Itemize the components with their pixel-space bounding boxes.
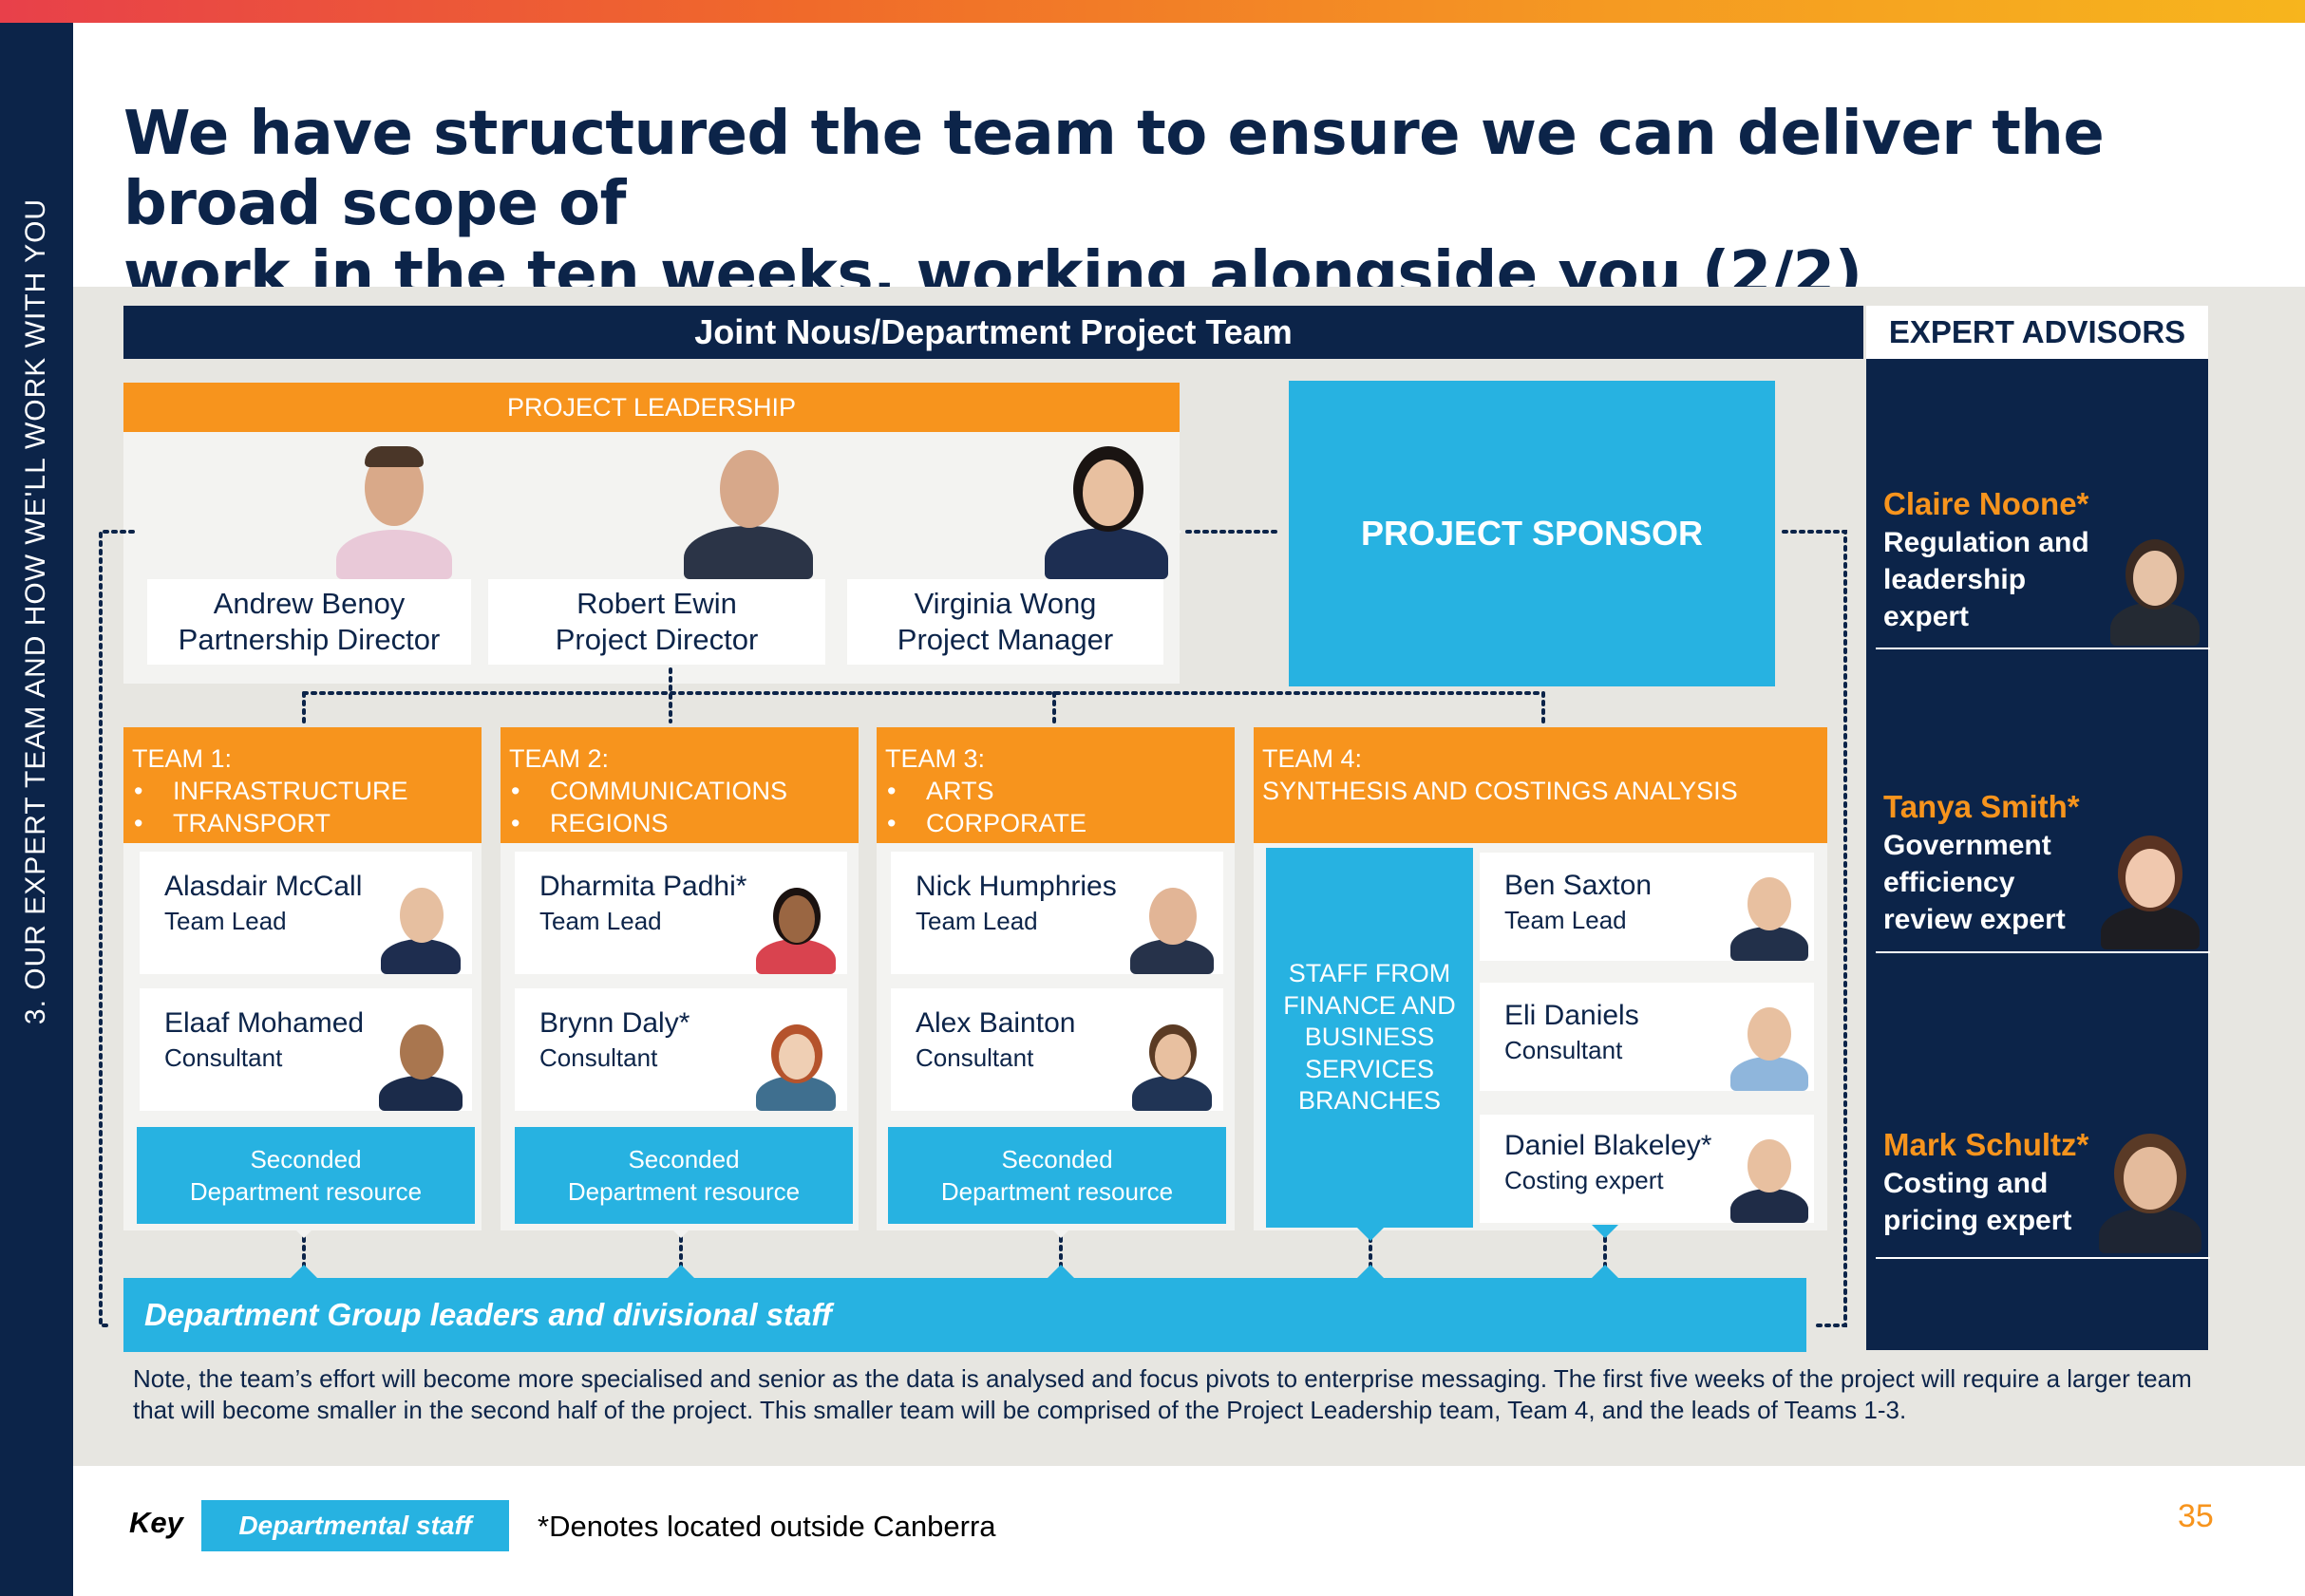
member-name: Alex Bainton [916, 1007, 1076, 1039]
leader-card-andrew-benoy: Andrew Benoy Partnership Director [147, 579, 471, 665]
tanya-smith-photo [2093, 836, 2207, 949]
member-name: Eli Daniels [1504, 1000, 1639, 1031]
joint-team-header: Joint Nous/Department Project Team [123, 306, 1863, 359]
sponsor-arrow-left [1289, 516, 1303, 547]
finance-business-services-staff-box: STAFF FROM FINANCE AND BUSINESS SERVICES… [1266, 848, 1473, 1228]
team-title: TEAM 1: [132, 744, 233, 773]
seconded-resource-team-2: Seconded Department resource [515, 1127, 853, 1224]
project-sponsor-box: PROJECT SPONSOR [1289, 381, 1775, 686]
member-role: Team Lead [916, 907, 1038, 935]
title-line-1: We have structured the team to ensure we… [123, 99, 2105, 239]
member-card-nick-humphries: Nick Humphries Team Lead [891, 852, 1223, 974]
team-subtitle: SYNTHESIS AND COSTINGS ANALYSIS [1262, 777, 1738, 805]
team-4-header: TEAM 4: SYNTHESIS AND COSTINGS ANALYSIS [1254, 727, 1827, 843]
team-3-header: TEAM 3: ARTS CORPORATE [877, 727, 1235, 843]
top-gradient-bar [0, 0, 2305, 23]
right-loop-connector [1782, 530, 1847, 1327]
leader-card-virginia-wong: Virginia Wong Project Manager [847, 579, 1163, 665]
member-card-alex-bainton: Alex Bainton Consultant [891, 988, 1223, 1111]
team-focus-item: INFRASTRUCTURE [132, 775, 482, 807]
advisor-desc-claire-noone: Regulation and leadership expert [1883, 527, 2089, 632]
team-focus-item: REGIONS [509, 807, 859, 839]
advisor-name-claire-noone: Claire Noone* [1883, 486, 2089, 521]
team-title: TEAM 4: [1262, 744, 1363, 773]
team-focus-item: CORPORATE [885, 807, 1235, 839]
member-card-brynn-daly: Brynn Daly* Consultant [515, 988, 847, 1111]
member-name: Brynn Daly* [539, 1007, 690, 1039]
advisor-name-tanya-smith: Tanya Smith* [1883, 789, 2080, 824]
leader-name: Robert Ewin [576, 587, 737, 620]
team-focus-item: TRANSPORT [132, 807, 482, 839]
sponsor-arrow-right [1759, 516, 1775, 547]
member-photo [1725, 1007, 1814, 1091]
member-name: Elaaf Mohamed [164, 1007, 365, 1039]
page-number: 35 [2178, 1498, 2214, 1534]
advisor-name-mark-schultz: Mark Schultz* [1883, 1127, 2089, 1162]
team-title: TEAM 3: [885, 744, 986, 773]
member-photo [1124, 888, 1219, 974]
team-focus-item: ARTS [885, 775, 1235, 807]
seconded-resource-team-3: Seconded Department resource [888, 1127, 1226, 1224]
left-loop-connector [99, 530, 135, 1327]
member-card-daniel-blakeley: Daniel Blakeley* Costing expert [1480, 1115, 1814, 1223]
section-sidebar: 3. OUR EXPERT TEAM AND HOW WE'LL WORK WI… [0, 23, 73, 1596]
member-card-eli-daniels: Eli Daniels Consultant [1480, 983, 1814, 1091]
leader-role: Project Director [555, 623, 759, 656]
department-group-bar: Department Group leaders and divisional … [123, 1278, 1806, 1352]
advisor-divider [1876, 1257, 2210, 1259]
advisor-desc-tanya-smith: Government efficiency review expert [1883, 830, 2066, 935]
member-photo [748, 888, 843, 974]
member-photo [373, 1024, 468, 1111]
member-name: Ben Saxton [1504, 870, 1653, 901]
robert-ewin-photo [672, 446, 824, 579]
member-photo [748, 1024, 843, 1111]
leader-card-robert-ewin: Robert Ewin Project Director [488, 579, 825, 665]
leader-role: Partnership Director [178, 623, 441, 656]
member-role: Team Lead [164, 907, 287, 935]
leader-name: Andrew Benoy [213, 587, 406, 620]
member-card-ben-saxton: Ben Saxton Team Lead [1480, 853, 1814, 961]
key-label: Key [129, 1506, 183, 1539]
leader-name: Virginia Wong [914, 587, 1097, 620]
member-role: Consultant [539, 1043, 658, 1072]
member-card-elaaf-mohamed: Elaaf Mohamed Consultant [140, 988, 472, 1111]
mark-schultz-photo [2093, 1134, 2207, 1253]
team-2-header: TEAM 2: COMMUNICATIONS REGIONS [501, 727, 859, 843]
member-photo [1725, 1139, 1814, 1223]
key-note: *Denotes located outside Canberra [538, 1510, 996, 1543]
advisor-divider [1876, 951, 2210, 953]
member-role: Consultant [916, 1043, 1034, 1072]
key-departmental-staff: Departmental staff [201, 1500, 509, 1551]
seconded-resource-team-1: Seconded Department resource [137, 1127, 475, 1224]
member-photo [373, 888, 468, 974]
member-role: Costing expert [1504, 1166, 1664, 1194]
team-1-header: TEAM 1: INFRASTRUCTURE TRANSPORT [123, 727, 482, 843]
member-role: Team Lead [539, 907, 662, 935]
member-name: Alasdair McCall [164, 871, 363, 902]
member-name: Daniel Blakeley* [1504, 1130, 1712, 1161]
member-name: Dharmita Padhi* [539, 871, 747, 902]
member-name: Nick Humphries [916, 871, 1117, 902]
advisor-desc-mark-schultz: Costing and pricing expert [1883, 1168, 2072, 1236]
project-leadership-header: PROJECT LEADERSHIP [123, 383, 1180, 432]
member-photo [1124, 1024, 1219, 1111]
expert-advisors-header: EXPERT ADVISORS [1866, 306, 2208, 359]
member-card-alasdair-mccall: Alasdair McCall Team Lead [140, 852, 472, 974]
advisor-divider [1876, 648, 2210, 649]
member-photo [1725, 877, 1814, 961]
member-role: Consultant [1504, 1036, 1623, 1064]
member-role: Consultant [164, 1043, 283, 1072]
member-role: Team Lead [1504, 906, 1627, 934]
virginia-wong-photo [1035, 446, 1178, 579]
claire-noone-photo [2103, 539, 2207, 646]
team-focus-item: COMMUNICATIONS [509, 775, 859, 807]
andrew-benoy-photo [323, 446, 465, 579]
team-title: TEAM 2: [509, 744, 610, 773]
member-card-dharmita-padhi: Dharmita Padhi* Team Lead [515, 852, 847, 974]
leader-role: Project Manager [897, 623, 1114, 656]
footnote-text: Note, the team’s effort will become more… [133, 1364, 2192, 1424]
